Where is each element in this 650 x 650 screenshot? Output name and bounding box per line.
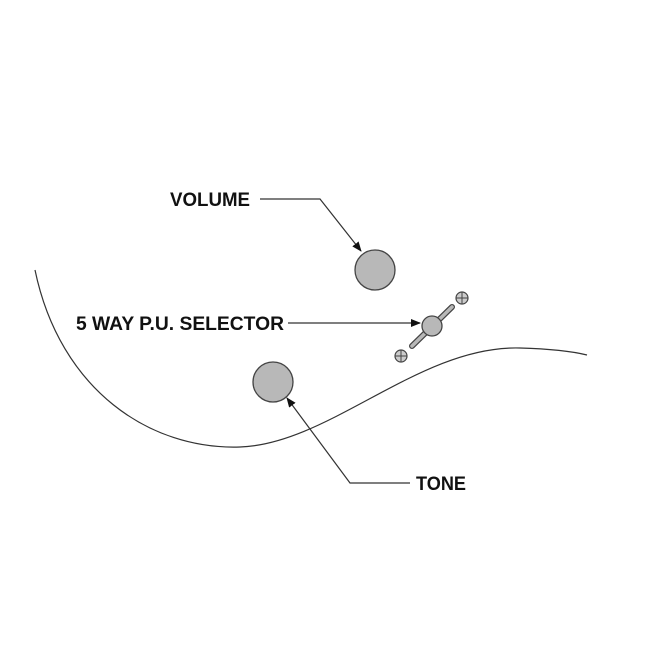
- volume-leader-arrow: [260, 198, 362, 252]
- screw-icon: [455, 291, 469, 305]
- selector-label: 5 WAY P.U. SELECTOR: [76, 314, 284, 335]
- screw-icon: [394, 349, 408, 363]
- pickup-selector-switch: [409, 304, 455, 349]
- tone-leader-arrow: [286, 397, 410, 484]
- volume-knob: [354, 249, 396, 291]
- guitar-body-outline: [34, 269, 588, 448]
- tone-knob: [252, 361, 294, 403]
- volume-label: VOLUME: [170, 190, 250, 211]
- tone-label: TONE: [416, 474, 466, 495]
